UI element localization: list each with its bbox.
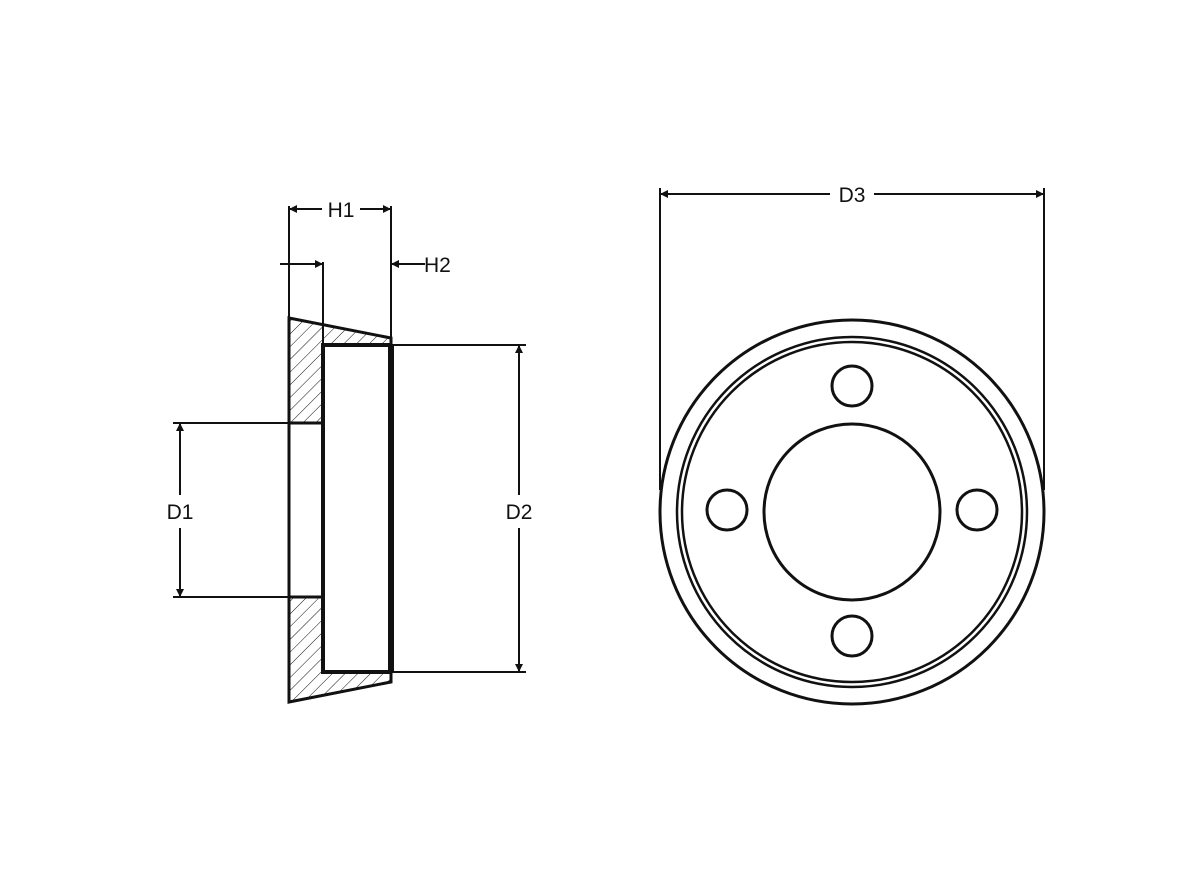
front-view (658, 188, 1046, 706)
outer-circle (658, 318, 1046, 706)
mounting-hole-right (955, 488, 999, 532)
label-h1: H1 (328, 199, 355, 222)
mounting-hole-top (830, 364, 874, 408)
label-d1: D1 (167, 501, 194, 524)
recess-outline (321, 343, 391, 674)
rim-circle-inner (680, 340, 1024, 684)
bore-outline (289, 421, 323, 599)
label-d2: D2 (506, 501, 533, 524)
center-bore (762, 422, 942, 602)
mounting-hole-bottom (830, 614, 874, 658)
section-view (173, 205, 526, 704)
mounting-hole-left (705, 488, 749, 532)
label-h2: H2 (424, 254, 451, 277)
rim-circle-outer (675, 335, 1029, 689)
label-d3: D3 (839, 184, 866, 207)
hatch-bottom (289, 597, 391, 702)
